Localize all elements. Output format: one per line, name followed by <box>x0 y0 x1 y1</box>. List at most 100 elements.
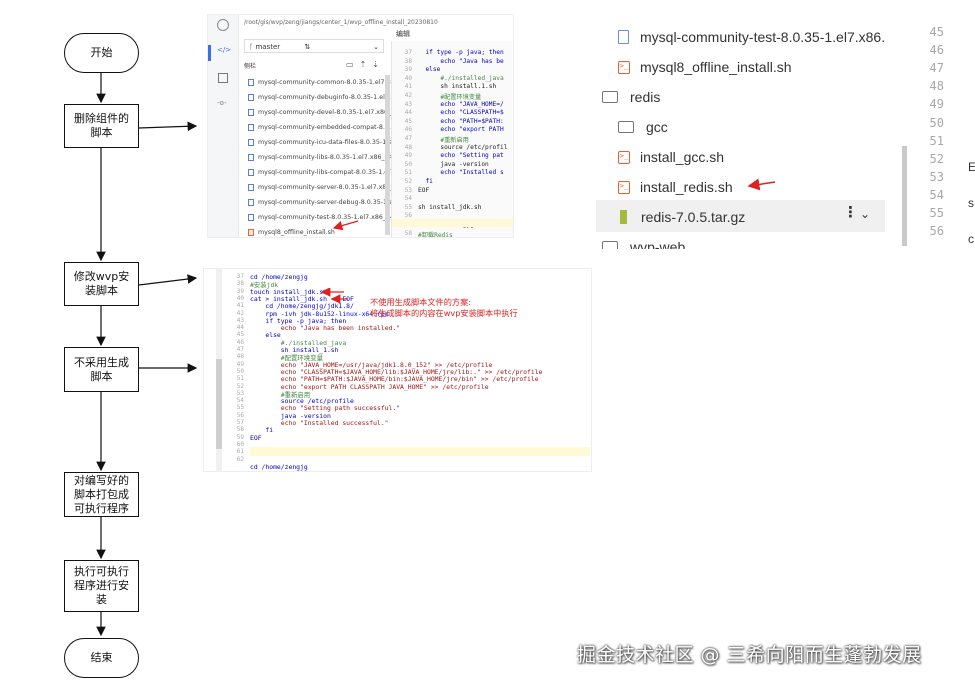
tree-item-label: install_gcc.sh <box>640 149 725 165</box>
active-indicator <box>208 45 211 61</box>
line-number: 45 <box>404 117 412 125</box>
file-row[interactable]: mysql-community-libs-compat-8.0.35-1.el7 <box>248 166 394 179</box>
file-tree-panel: mysql-community-test-8.0.35-1.el7.x86...… <box>590 14 885 249</box>
branch-name: master <box>255 43 281 51</box>
file-name: mysql-community-devel-8.0.35-1.el7.x86_6… <box>258 109 400 116</box>
archive-icon <box>620 210 627 224</box>
line-number: 55 <box>929 206 944 220</box>
file-row[interactable]: mysql8_offline_install.sh <box>248 226 335 237</box>
tree-row-script[interactable]: >_ install_gcc.sh <box>618 142 724 172</box>
editor-scrollbar[interactable] <box>216 359 222 449</box>
code-line: echo "Setting path successful." <box>250 404 401 413</box>
flow-step-label: 脚本打包成 <box>74 487 129 501</box>
annotation-arrows-3 <box>320 288 348 304</box>
annotation-arrow-1 <box>332 220 359 231</box>
code-line: cd /home/zengjg/jdk1.8/ <box>250 302 354 311</box>
tree-row-folder[interactable]: gcc <box>618 112 668 142</box>
tree-row-folder[interactable]: redis <box>602 82 660 112</box>
tree-row-script[interactable]: >_install_redis.sh <box>618 172 733 202</box>
file-icon <box>248 109 254 116</box>
annotation-line-2: 将生成脚本的内容在wvp安装脚本中执行 <box>370 308 518 318</box>
file-row[interactable]: mysql-community-debuginfo-8.0.35-1.el7.x… <box>248 91 403 104</box>
code-line: sh install.1.sh <box>418 83 497 91</box>
line-number: 43 <box>404 100 412 108</box>
code-line: #卸载Redis <box>418 231 453 238</box>
new-file-icon[interactable]: ▭ <box>346 60 360 69</box>
file-row[interactable]: mysql-community-devel-8.0.35-1.el7.x86_6… <box>248 106 399 119</box>
chevron-down-icon[interactable]: ⌄ <box>860 207 871 221</box>
line-number: 60 <box>236 440 244 448</box>
terminal-file-icon: >_ <box>618 150 630 164</box>
upload-icon[interactable]: ⇡ <box>359 60 373 69</box>
side-text: c <box>968 232 974 246</box>
line-number: 44 <box>236 324 244 332</box>
line-number: 46 <box>404 126 412 134</box>
line-number: 55 <box>404 203 412 211</box>
line-number: 54 <box>236 397 244 405</box>
file-name: mysql-community-debuginfo-8.0.35-1.el7.x… <box>258 94 403 101</box>
tree-row-folder[interactable]: wvp-web <box>602 232 685 249</box>
line-number: 49 <box>236 360 244 368</box>
flow-step-no-generate: 不采用生成 脚本 <box>64 347 139 392</box>
file-row[interactable]: mysql-community-server-8.0.35-1.el7.x86_… <box>248 181 401 194</box>
code-line: #./installed_java <box>250 338 347 347</box>
code-line: #重新启用 <box>250 390 311 399</box>
line-number: 50 <box>929 115 944 130</box>
file-row[interactable]: mysql-community-libs-8.0.35-1.el7.x86_64 <box>248 151 393 164</box>
line-number: 53 <box>236 389 244 397</box>
flow-step-label: 可执行程序 <box>74 501 129 515</box>
vertical-dots-icon[interactable]: ⋮ <box>843 203 858 221</box>
tree-row-file[interactable]: mysql-community-test-8.0.35-1.el7.x86... <box>618 22 885 52</box>
code-line: source /etc/profil <box>418 143 508 151</box>
file-name: mysql8_offline_install.sh <box>258 229 335 236</box>
code-line: java -version <box>250 411 331 420</box>
code-line: cd /home/zengjg <box>250 462 308 471</box>
file-row[interactable]: mysql-community-server-debug-8.0.35-1.el… <box>248 196 399 209</box>
editor-tab-label[interactable]: 编辑 <box>396 30 410 38</box>
code-line: #配置环境变量 <box>418 94 482 101</box>
download-icon[interactable]: ⇣ <box>372 60 385 69</box>
flow-step-label: 删除组件的 <box>74 112 129 125</box>
file-name: mysql-community-embedded-compat-8.0.35 <box>258 124 399 131</box>
line-number: 62 <box>236 455 244 463</box>
tree-row-script[interactable]: >_mysql8_offline_install.sh <box>618 52 792 82</box>
line-number: 50 <box>236 367 244 375</box>
code-line: if type -p java; then <box>418 49 504 56</box>
file-row[interactable]: mysql-community-common-8.0.35-1.el7.x86 <box>248 76 398 89</box>
current-line-highlight <box>250 447 590 456</box>
line-number: 39 <box>236 287 244 295</box>
code-line: java -version <box>418 160 489 168</box>
file-row[interactable]: mysql-community-embedded-compat-8.0.35 <box>248 121 399 134</box>
file-list-scrollbar[interactable] <box>385 75 390 235</box>
line-number: 46 <box>236 338 244 346</box>
tree-item-label: mysql8_offline_install.sh <box>640 59 792 75</box>
gutter-scrollbar[interactable] <box>902 146 907 246</box>
tree-row-selected-bg <box>596 200 885 232</box>
tree-row-archive[interactable]: redis-7.0.5.tar.gz <box>618 202 745 232</box>
avatar-icon[interactable] <box>217 19 229 31</box>
box-icon[interactable] <box>218 73 228 83</box>
code-icon[interactable]: </> <box>217 46 232 54</box>
line-number: 47 <box>236 346 244 353</box>
tree-item-label: redis-7.0.5.tar.gz <box>641 209 746 225</box>
line-number: 56 <box>929 224 944 239</box>
line-number: 52 <box>236 382 244 390</box>
line-number: 48 <box>236 353 244 361</box>
diff-icon[interactable]: -o- <box>217 99 227 107</box>
annotation-line-1: 不使用生成脚本文件的方案: <box>370 297 472 307</box>
code-line: sh install_1.sh <box>250 346 339 354</box>
flow-end-label: 结束 <box>90 651 113 664</box>
repo-path: /root/gis/wvp/zeng/jiangs/center_1/wvp_o… <box>244 19 438 26</box>
line-number: 39 <box>404 66 412 74</box>
code-line: #配置环境变量 <box>250 354 323 363</box>
code-line: fi <box>250 426 274 435</box>
code-line: cd /home/zengjg <box>250 273 308 281</box>
code-line: echo "Java has been installed." <box>250 324 401 333</box>
file-row[interactable]: mysql-community-test-8.0.35-1.el7.x86_64 <box>248 211 394 224</box>
branch-select[interactable]: ᚴ master ⇅ ⌄ <box>244 39 384 53</box>
ide-screenshot-1: </> -o- /root/gis/wvp/zeng/jiangs/center… <box>207 14 514 238</box>
file-row[interactable]: mysql-community-icu-data-files-8.0.35-1.… <box>248 136 398 149</box>
